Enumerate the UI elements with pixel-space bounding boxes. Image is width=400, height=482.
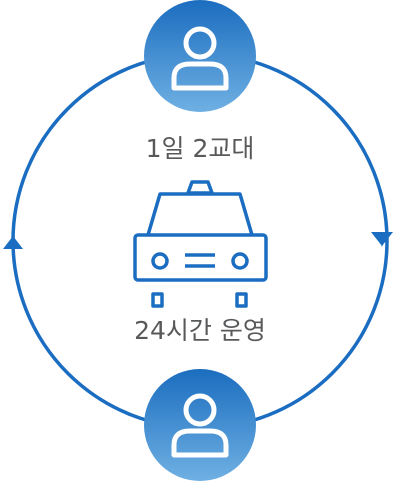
operation-label: 24시간 운영 (134, 316, 266, 345)
taxi-icon (133, 180, 268, 308)
shift-label: 1일 2교대 (145, 134, 255, 163)
person-icon-top (144, 0, 256, 112)
person-icon-bottom (144, 369, 256, 481)
